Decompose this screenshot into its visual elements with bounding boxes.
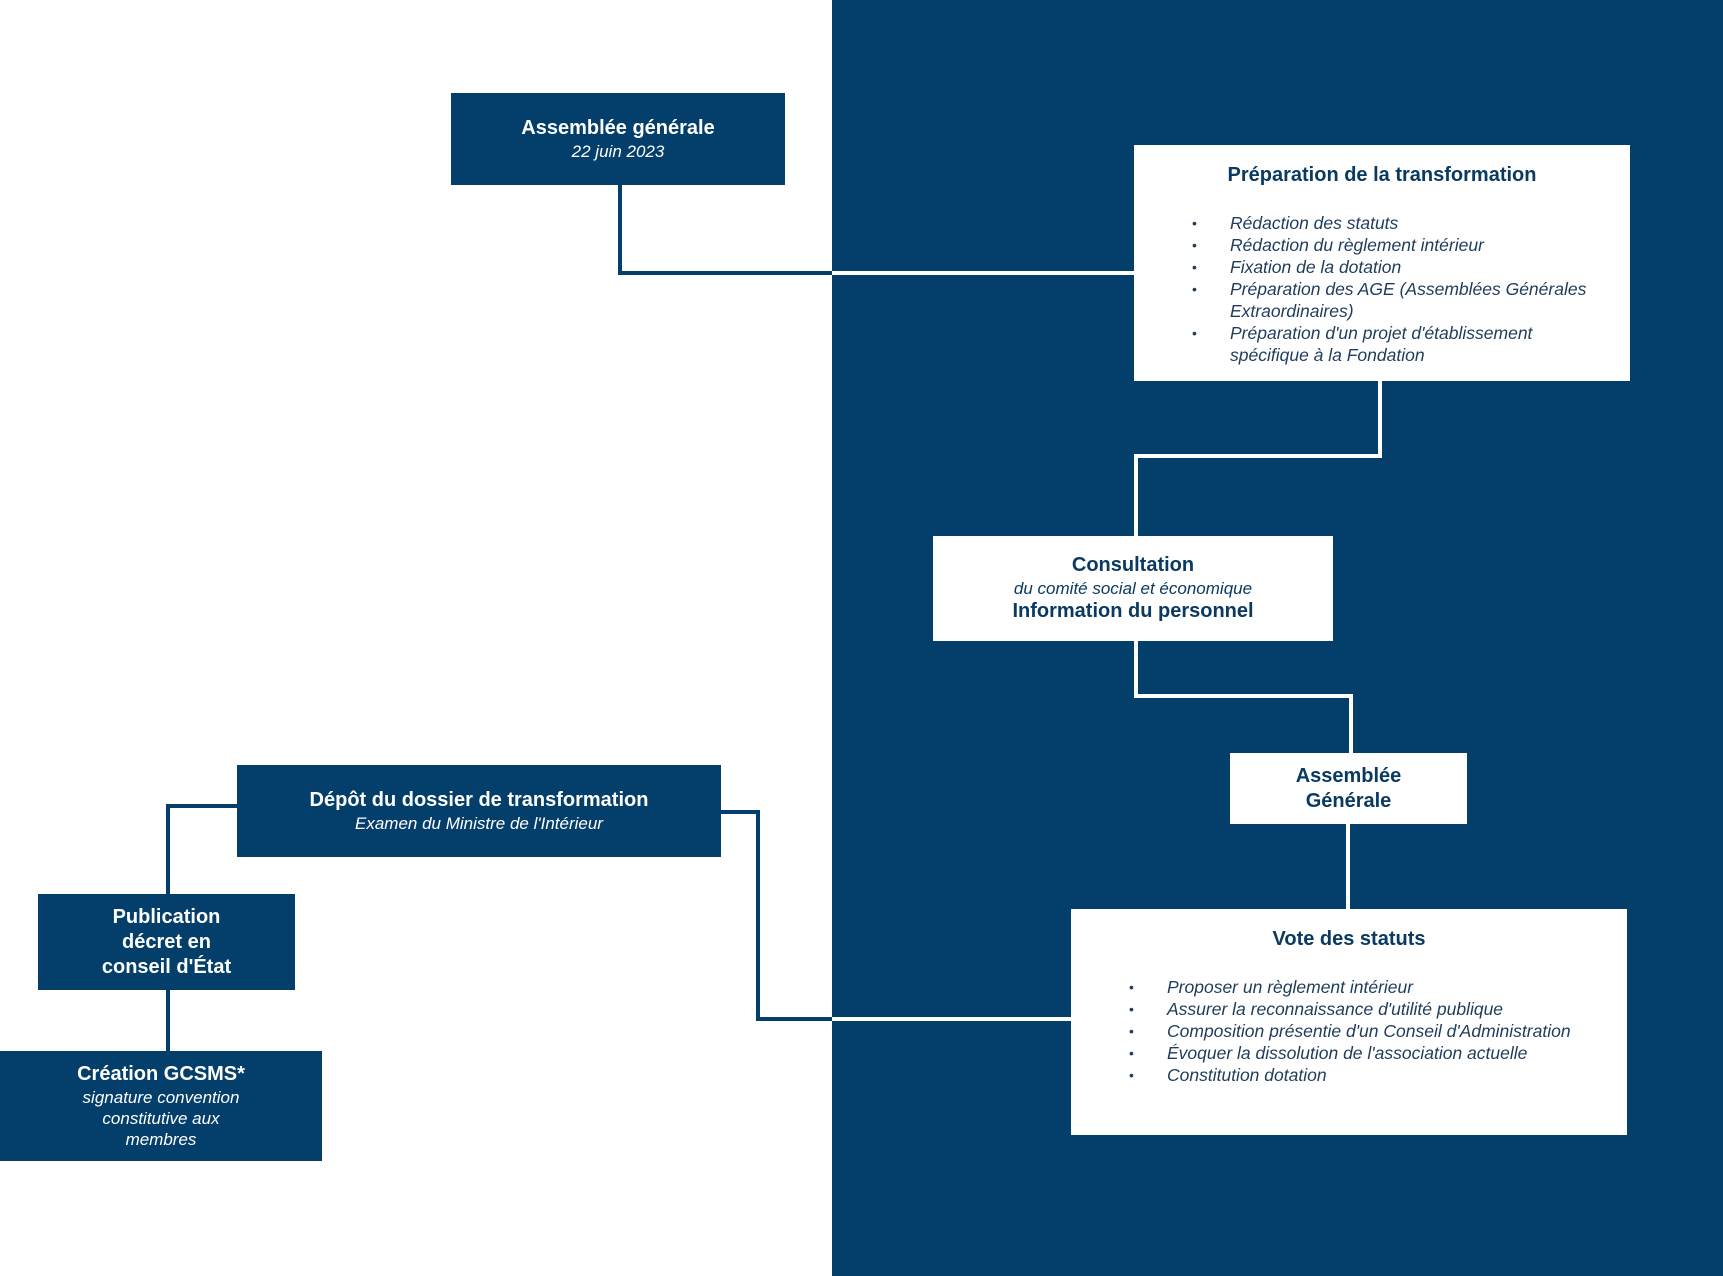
node-creation-gcsms: Création GCSMS* signature convention con… <box>0 1051 322 1161</box>
list-item: •Rédaction des statuts <box>1192 213 1399 233</box>
node-title: Préparation de la transformation <box>1227 164 1537 186</box>
node-title: Création GCSMS* <box>77 1062 245 1085</box>
node-assemblee-generale: Assemblée Générale <box>1230 753 1467 824</box>
node-title-line1: Publication <box>112 905 221 928</box>
node-title-secondary: Information du personnel <box>1012 600 1254 623</box>
connector-depot-to-publication <box>166 804 237 894</box>
connector-ag-to-preparation-left <box>618 185 832 275</box>
node-title-line2: décret en <box>122 930 211 953</box>
vote-task-list: •Proposer un règlement intérieur •Assure… <box>1071 976 1627 1086</box>
node-subtitle: du comité social et économique <box>1013 578 1253 598</box>
node-date: 22 juin 2023 <box>571 141 665 161</box>
node-consultation: Consultation du comité social et économi… <box>933 536 1333 641</box>
list-item: •Proposer un règlement intérieur <box>1129 977 1414 997</box>
node-title: Consultation <box>1071 553 1195 576</box>
node-assemblee-generale-2023: Assemblée générale 22 juin 2023 <box>451 93 785 185</box>
node-subtitle-line3: membres <box>125 1130 197 1150</box>
list-item: •Constitution dotation <box>1129 1065 1327 1085</box>
node-preparation-transformation: Préparation de la transformation •Rédact… <box>1134 145 1630 381</box>
preparation-task-list: •Rédaction des statuts •Rédaction du règ… <box>1134 212 1630 366</box>
list-item: •Rédaction du règlement intérieur <box>1192 235 1484 255</box>
node-title: Assemblée générale <box>521 116 715 139</box>
connector-preparation-to-consultation <box>1134 381 1382 536</box>
connector-consultation-to-ag <box>1134 641 1353 753</box>
list-item: •Fixation de la dotation <box>1192 257 1402 277</box>
node-title: Dépôt du dossier de transformation <box>309 788 649 811</box>
list-item: •Préparation des AGE (Assemblées Général… <box>1192 279 1587 321</box>
node-subtitle-line1: signature convention <box>82 1087 240 1107</box>
node-title-line2: Générale <box>1305 789 1392 812</box>
connector-vote-to-depot-left <box>720 810 832 1021</box>
node-depot-dossier: Dépôt du dossier de transformation Exame… <box>237 765 721 857</box>
node-subtitle-line2: constitutive aux <box>102 1108 220 1128</box>
node-publication-decret: Publication décret en conseil d'État <box>38 894 295 990</box>
list-item: •Préparation d'un projet d'établissement… <box>1192 323 1533 365</box>
node-vote-statuts: Vote des statuts •Proposer un règlement … <box>1071 909 1627 1135</box>
node-title-line1: Assemblée <box>1295 764 1402 787</box>
list-item: •Assurer la reconnaissance d'utilité pub… <box>1129 999 1504 1019</box>
node-title-line3: conseil d'État <box>101 955 232 978</box>
node-title: Vote des statuts <box>1272 928 1426 950</box>
list-item: •Composition présentie d'un Conseil d'Ad… <box>1129 1021 1571 1041</box>
list-item: •Évoquer la dissolution de l'association… <box>1129 1043 1528 1063</box>
node-subtitle: Examen du Ministre de l'Intérieur <box>355 813 603 833</box>
